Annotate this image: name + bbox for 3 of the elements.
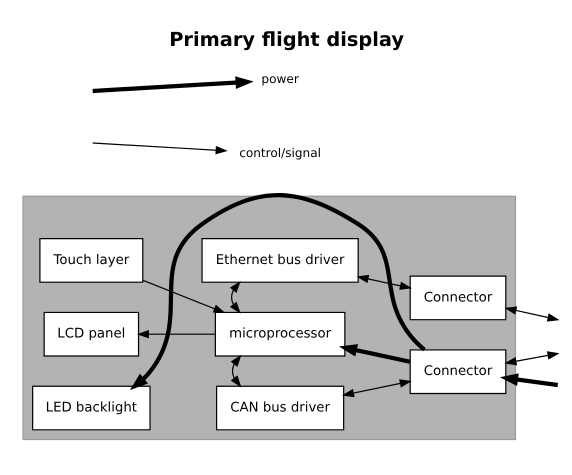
legend-label: control/signal xyxy=(239,145,322,160)
diagram-title: Primary flight display xyxy=(169,27,404,50)
legend-label: power xyxy=(261,72,299,86)
